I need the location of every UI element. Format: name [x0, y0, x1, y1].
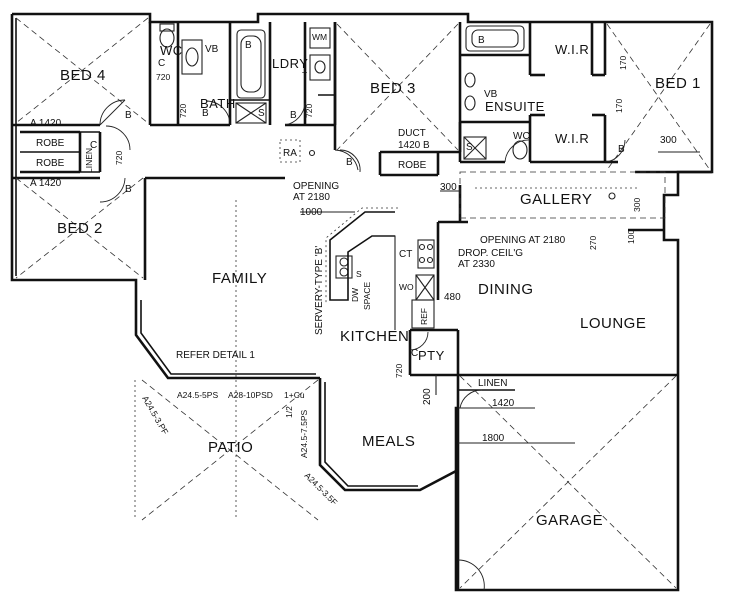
dim-480: 480: [444, 292, 461, 303]
annotation-b-bed4: B: [125, 110, 132, 121]
annotation-s-shower-ensuite: S: [466, 142, 473, 153]
dimension-ticks: [300, 151, 700, 444]
dim-720-bath: 720: [178, 104, 188, 118]
dim-a1420-bottom: A 1420: [30, 178, 62, 189]
annotation-ref: REF: [419, 308, 429, 325]
room-label-robe-3: ROBE: [398, 160, 427, 171]
annotation-refer-detail: REFER DETAIL 1: [176, 350, 255, 361]
annotation-dw: DW: [350, 288, 360, 302]
annotation-c-linen: C: [90, 140, 97, 151]
annotation-opening-1: OPENING: [293, 181, 339, 192]
annotation-s-shower-bath: S: [258, 108, 265, 119]
annotation-b-bed3-door: B: [346, 157, 353, 168]
room-label-garage: GARAGE: [536, 512, 603, 529]
room-label-ensuite: ENSUITE: [485, 99, 545, 114]
room-label-kitchen: KITCHEN: [340, 328, 409, 345]
dim-a28-10psd: A28-10PSD: [228, 390, 273, 400]
annotation-opening-1-at: AT 2180: [293, 192, 330, 203]
room-label-bed1: BED 1: [655, 75, 701, 92]
dim-270: 270: [588, 236, 598, 250]
room-label-family: FAMILY: [212, 270, 267, 287]
dim-170-top: 170: [618, 56, 628, 70]
dim-a245-75ps: A24.5-7.5PS: [299, 409, 309, 458]
room-label-linen-hall: LINEN: [84, 148, 94, 173]
dim-300-gallery: 300: [440, 182, 457, 193]
dim-720-wc: 720: [156, 72, 170, 82]
room-label-robe-2: ROBE: [36, 158, 65, 169]
room-label-wir-bottom: W.I.R: [555, 131, 589, 146]
annotation-trough: T: [302, 70, 307, 80]
annotation-b-bath-tub: B: [245, 40, 252, 51]
annotation-wm: WM: [312, 32, 327, 42]
bathroom-fixtures: [159, 23, 528, 329]
dim-720-pantry: 720: [394, 364, 404, 378]
interior-walls: [12, 22, 712, 590]
dim-1800: 1800: [482, 433, 505, 444]
annotation-drop-ceiling-at: AT 2330: [458, 259, 495, 270]
room-label-wc-bath: WC: [160, 43, 183, 58]
room-label-bath: BATH: [200, 96, 236, 111]
annotation-ra: RA: [283, 148, 297, 159]
dim-720-linen: 720: [114, 151, 124, 165]
room-label-dining: DINING: [478, 281, 534, 298]
annotation-wo: WO: [399, 282, 414, 292]
annotation-vb-bath: VB: [205, 44, 219, 55]
room-cross-lines: [15, 17, 711, 589]
annotation-c-wc: C: [158, 58, 165, 69]
annotation-b-ensuite-tub: B: [478, 35, 485, 46]
room-label-wir-top: W.I.R: [555, 42, 589, 57]
dim-300-vert: 300: [632, 198, 642, 212]
gallery-ceiling-outline: [308, 149, 666, 219]
room-label-robe-1: ROBE: [36, 138, 65, 149]
door-swings: [99, 99, 626, 591]
dim-half: 1/2: [284, 406, 294, 418]
room-label-bed4: BED 4: [60, 67, 106, 84]
annotation-c-pantry: C: [411, 348, 418, 359]
room-label-lounge: LOUNGE: [580, 315, 646, 332]
dim-200: 200: [422, 388, 433, 405]
annotation-opening-2: OPENING AT 2180: [480, 235, 566, 246]
dim-1000: 1000: [300, 207, 323, 218]
annotation-ct: CT: [399, 249, 412, 260]
dim-a1420-top: A 1420: [30, 118, 62, 129]
annotation-b-bed2: B: [125, 184, 132, 195]
room-label-linen-garage: LINEN: [478, 378, 507, 389]
annotation-space: SPACE: [362, 281, 372, 310]
servery-counter: [325, 207, 398, 330]
dim-100: 100: [626, 230, 636, 244]
annotation-b-bath-door: B: [202, 108, 209, 119]
dim-300-bed1: 300: [660, 135, 677, 146]
annotation-b-bed1-door: B: [618, 144, 625, 155]
dim-1420: 1420: [492, 398, 515, 409]
dim-a245-3pf: A24.5-3.PF: [140, 394, 170, 436]
annotation-b-ldry-door: B: [290, 110, 297, 121]
annotation-servery: SERVERY-TYPE 'B': [314, 246, 325, 335]
annotation-drop-ceiling: DROP. CEIL'G: [458, 248, 523, 259]
dim-1cu: 1+Cu: [284, 390, 305, 400]
annotation-vb-ensuite: VB: [484, 89, 498, 100]
room-label-bed3: BED 3: [370, 80, 416, 97]
annotation-sink-s: S: [356, 269, 362, 279]
annotation-duct: DUCT: [398, 128, 426, 139]
dim-a245-5ps: A24.5-5PS: [177, 390, 218, 400]
dim-a245-35f: A24.5-3.5F: [303, 470, 340, 507]
dim-720-ldry: 720: [304, 104, 314, 118]
dim-170-bottom: 170: [614, 99, 624, 113]
room-label-patio: PATIO: [208, 439, 253, 456]
room-label-pantry: PTY: [418, 348, 445, 363]
room-label-ldry: LDRY: [272, 56, 308, 71]
room-label-wc-ensuite: WC: [513, 131, 530, 142]
room-label-bed2: BED 2: [57, 220, 103, 237]
room-label-gallery: GALLERY: [520, 191, 592, 208]
annotation-duct-size: 1420 B: [398, 140, 430, 151]
room-label-meals: MEALS: [362, 433, 415, 450]
